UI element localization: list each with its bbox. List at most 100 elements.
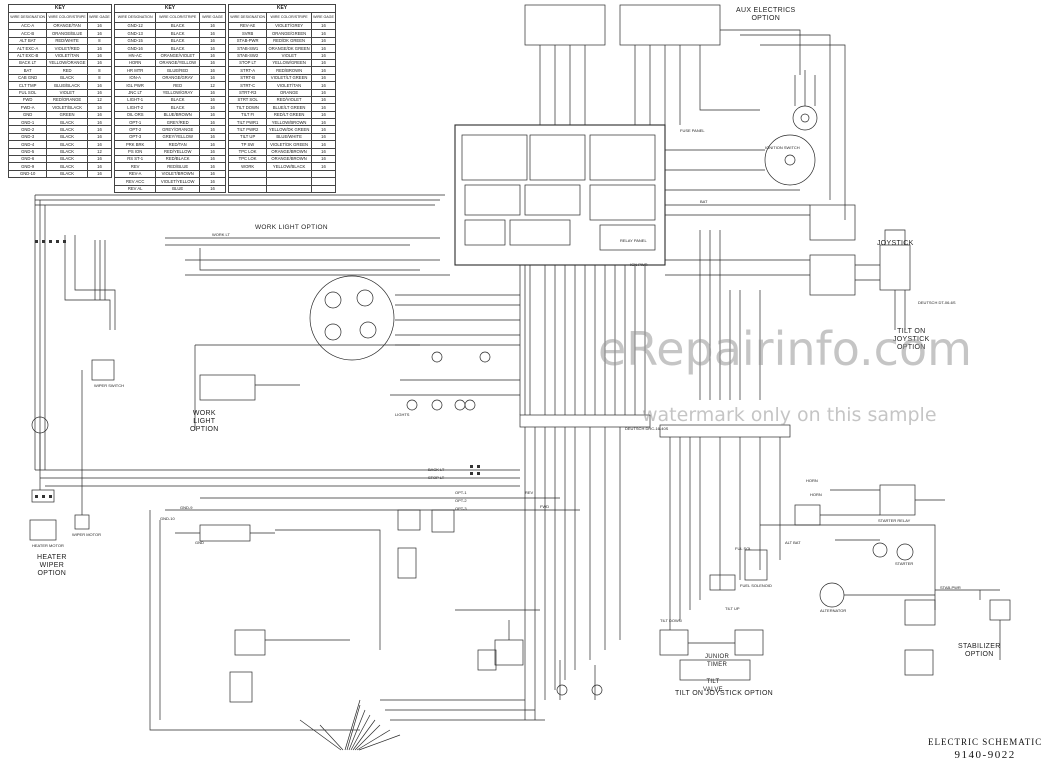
- cell-designation: PRK BRK: [113, 140, 157, 149]
- cell-designation: GND-16: [113, 44, 157, 53]
- cell-gage: 16: [199, 177, 226, 186]
- cell-designation: FUL SOL: [7, 88, 48, 97]
- cell-designation: GND-4: [7, 140, 48, 149]
- cell-designation: REV-A: [113, 169, 157, 179]
- cell-designation: ALT EXC-B: [7, 51, 48, 60]
- wire-label-ign-pwr: IGN PWR: [630, 262, 648, 267]
- cell-color: BLUE/RED: [155, 66, 201, 75]
- col-gage: WIRE GAGE: [310, 12, 337, 23]
- cell-gage: 16: [199, 66, 226, 75]
- cell-color: VIOLET/LT GREEN: [266, 73, 312, 83]
- cell-designation: STRT-A: [227, 66, 268, 75]
- cell-color: BLACK: [155, 95, 201, 105]
- fuse-panel-label: FUSE PANEL: [680, 128, 705, 133]
- col-color: WIRE COLOR/STRIPE: [266, 12, 312, 23]
- cell-color: BLACK: [46, 147, 88, 157]
- ignition-switch-label: IGNITION SWITCH: [765, 145, 800, 150]
- col-designation: WIRE DESIGNATION: [7, 12, 48, 23]
- cell-gage: 16: [310, 103, 337, 112]
- key-title: KEY: [8, 4, 112, 13]
- cell-gage: 16: [86, 118, 113, 127]
- wire-label-horn: HORN: [806, 478, 818, 483]
- cell-designation: TPC LOK: [227, 155, 268, 164]
- cell-color: YELLOW/GREEN: [266, 58, 312, 68]
- wire-key-table-2: KEY WIRE DESIGNATION WIRE COLOR/STRIPE W…: [113, 4, 226, 194]
- col-gage: WIRE GAGE: [199, 12, 226, 23]
- wire-label-opt-3: OPT-3: [455, 506, 467, 511]
- cell-color: RED/ORANGE: [46, 95, 88, 105]
- wire-key-table-3: KEY WIRE DESIGNATION WIRE COLOR/STRIPE W…: [227, 4, 337, 194]
- cell-gage: 8: [86, 36, 113, 46]
- cell-designation: TILT PWR1: [227, 118, 268, 127]
- cell-color: ORANGE/GRAY: [155, 73, 201, 83]
- joystick-label: JOYSTICK: [877, 240, 914, 247]
- cell-gage: 16: [86, 51, 113, 60]
- cell-designation: REV-AE: [227, 21, 268, 31]
- cell-color: [266, 169, 312, 179]
- cell-designation: HN-AC: [113, 51, 157, 60]
- cell-designation: SVRB: [227, 29, 268, 38]
- cell-gage: 16: [199, 36, 226, 46]
- cell-designation: REV: [113, 162, 157, 171]
- table-row: [227, 184, 337, 194]
- cell-gage: 16: [86, 103, 113, 112]
- cell-color: BLACK: [46, 155, 88, 164]
- wire-label-gnd: GND: [195, 540, 204, 545]
- col-designation: WIRE DESIGNATION: [113, 12, 157, 23]
- cell-color: VIOLET/DK GREEN: [266, 140, 312, 149]
- cell-designation: STOP LT: [227, 58, 268, 68]
- wire-label-fwd: FWD: [540, 504, 550, 509]
- cell-color: BLUE/BROWN: [155, 110, 201, 120]
- cell-designation: ION-A: [113, 73, 157, 83]
- cell-designation: BAT: [7, 66, 48, 75]
- wire-label-stop-lt: STOP LT: [428, 475, 445, 480]
- cell-gage: 16: [86, 155, 113, 164]
- cell-color: BLACK: [46, 125, 88, 134]
- cell-gage: 12: [86, 95, 113, 105]
- key-title: KEY: [114, 4, 226, 13]
- cell-gage: 16: [199, 132, 226, 142]
- cell-gage: 16: [310, 51, 337, 60]
- cell-designation: STAB-SW2: [227, 51, 268, 60]
- cell-gage: 16: [86, 140, 113, 149]
- wire-label-gnd-10: GND-10: [160, 516, 175, 521]
- cell-gage: 8: [86, 66, 113, 75]
- cell-color: BLACK: [46, 140, 88, 149]
- wiring-lines: [29, 4, 1011, 751]
- cell-gage: 16: [199, 110, 226, 120]
- cell-color: VIOLET/RED: [46, 44, 88, 53]
- starter-label: STARTER: [895, 561, 914, 566]
- cell-gage: 16: [310, 36, 337, 46]
- wire-label-work-lt: WORK LT: [212, 232, 230, 237]
- cell-designation: GND: [7, 110, 48, 120]
- cell-color: RED/TAN: [155, 140, 201, 149]
- cell-gage: 16: [86, 21, 113, 31]
- cell-gage: 16: [199, 169, 226, 179]
- cell-designation: CAB GND: [7, 73, 48, 83]
- bus-connector-label: DEUTSCH DRC-16-40S: [625, 426, 669, 431]
- cell-color: [266, 184, 312, 194]
- horn-device-label: HORN: [810, 492, 822, 497]
